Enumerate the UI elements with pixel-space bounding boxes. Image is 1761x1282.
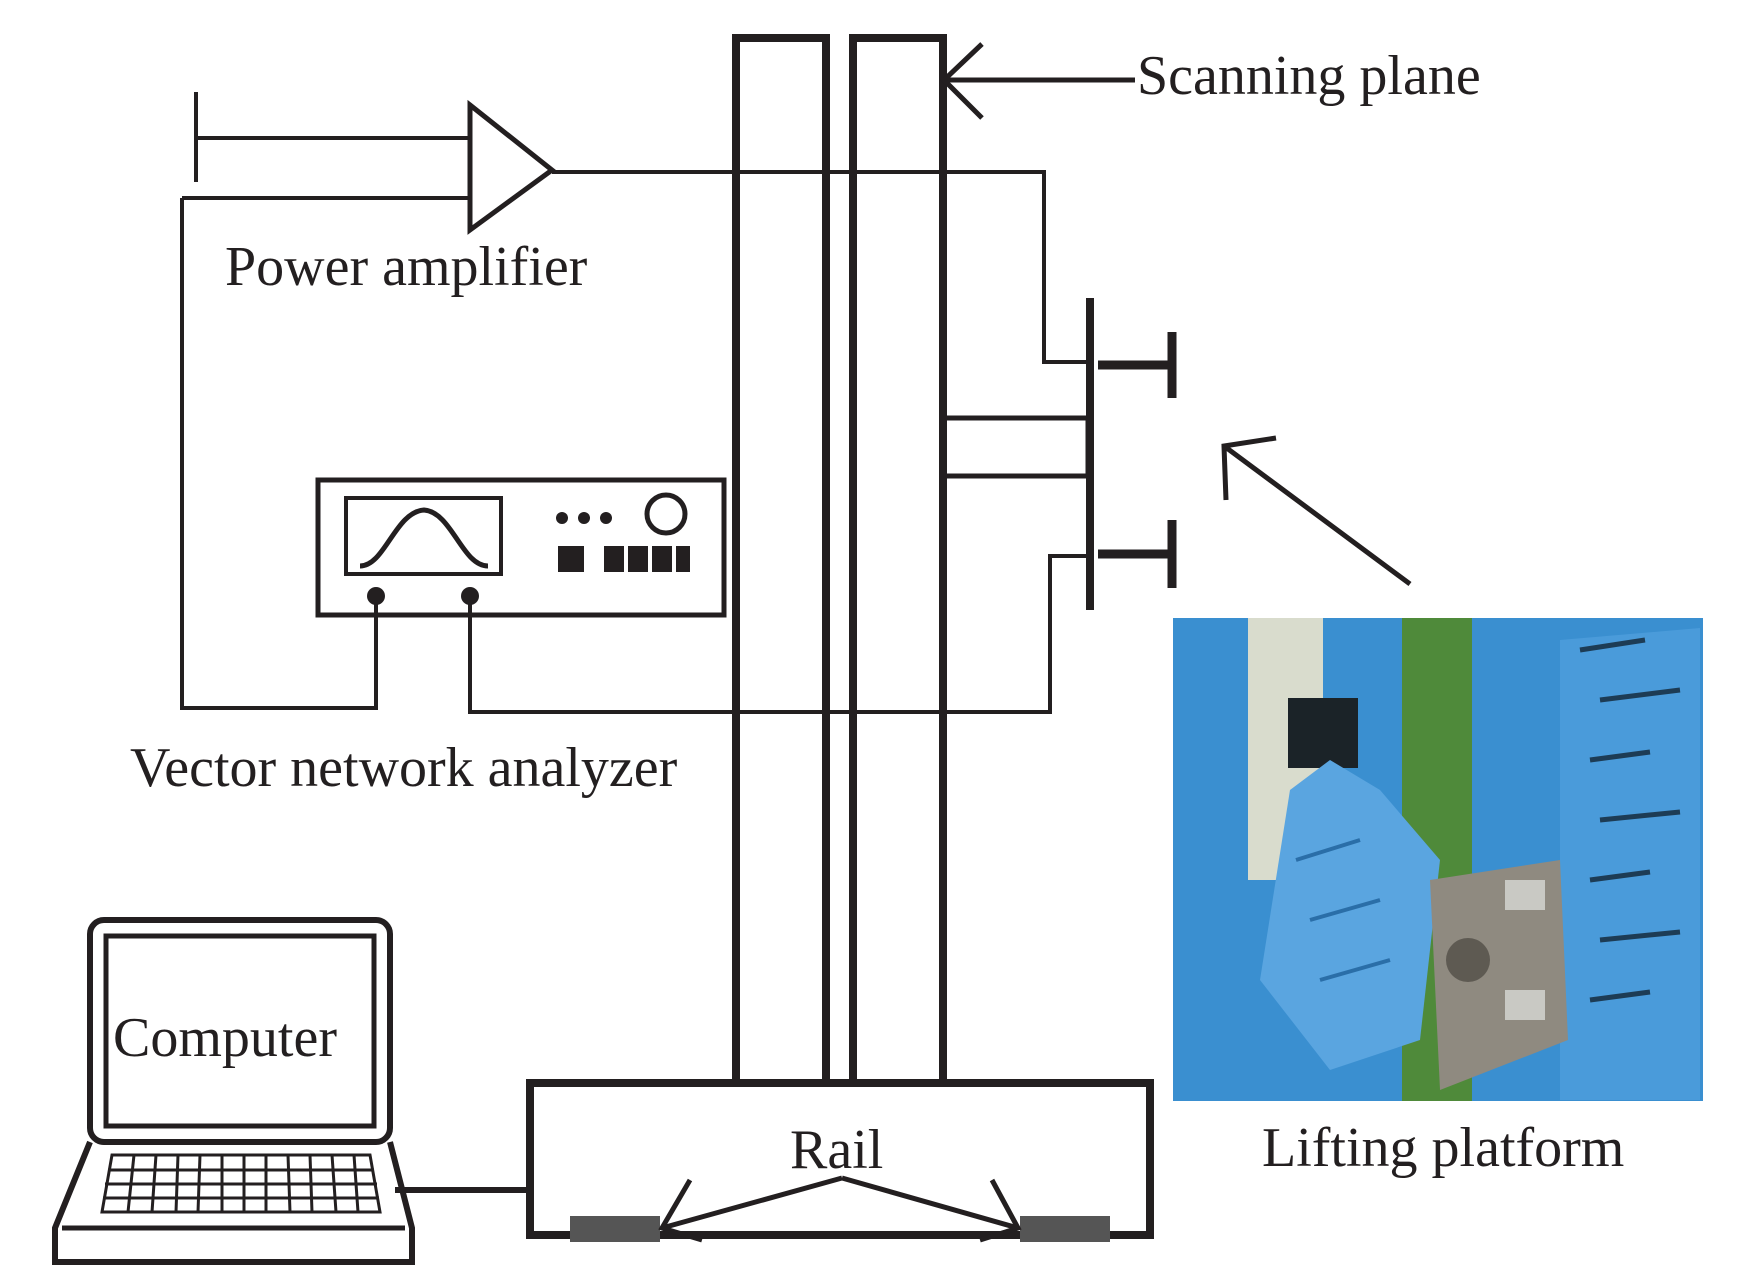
vna-body — [315, 477, 727, 618]
vna-key-2 — [604, 546, 624, 572]
vna-indicator-2 — [578, 512, 590, 524]
power-amplifier: Power amplifier — [182, 92, 588, 298]
scanning-plane-arrow — [940, 42, 1135, 120]
vector-network-analyzer: Vector network analyzer — [130, 477, 727, 799]
rail-pad-left — [570, 1216, 660, 1242]
laptop-icon: Computer — [52, 917, 415, 1265]
laptop-base — [52, 1140, 415, 1265]
vna-key-4 — [652, 546, 672, 572]
power-amplifier-label: Power amplifier — [225, 236, 588, 298]
tower-column-right — [849, 34, 947, 1087]
antenna-probe-icon — [1098, 332, 1177, 588]
amp-output-to-probe-wire — [552, 170, 1090, 364]
rail-arrow-lines — [661, 1175, 1019, 1231]
vna-port-1 — [367, 587, 385, 605]
vna-port-2 — [461, 587, 479, 605]
probe-assembly — [940, 298, 1177, 610]
rail-pad-right — [1020, 1216, 1110, 1242]
vna-knob — [644, 492, 688, 536]
vna-key-1 — [558, 546, 584, 572]
rail-arrowhead-right — [979, 1178, 1022, 1243]
vna-key-3 — [628, 546, 648, 572]
wiring — [180, 170, 1090, 714]
lifting-platform-photo — [1173, 618, 1703, 1101]
tower-columns — [732, 34, 947, 1087]
sine-wave-display-icon — [359, 507, 489, 569]
vna-indicator-3 — [600, 512, 612, 524]
photo-pointer-arrow — [1221, 435, 1412, 587]
scanning-plane-label: Scanning plane — [1137, 45, 1481, 107]
probe-arm — [940, 415, 1091, 479]
tower-column-left — [732, 34, 830, 1087]
laptop-keyboard — [100, 1153, 382, 1214]
vna-port2-to-probe-wire — [468, 554, 1090, 714]
vector-network-analyzer-label: Vector network analyzer — [130, 737, 678, 799]
vna-key-5 — [676, 546, 690, 572]
triangle-amplifier-icon — [467, 99, 557, 235]
scanning-plane-callout: Scanning plane — [940, 42, 1481, 120]
rail-arrowhead-left — [658, 1178, 703, 1243]
laptop-lid-outer — [87, 917, 393, 1145]
computer-label: Computer — [113, 1007, 337, 1069]
laptop-screen — [103, 933, 377, 1129]
rail-base: Rail — [526, 1079, 1154, 1243]
lifting-platform-label: Lifting platform — [1262, 1117, 1624, 1179]
vna-port1-to-amp-wire — [180, 198, 378, 710]
vna-indicator-1 — [556, 512, 568, 524]
rail-base-box — [526, 1079, 1154, 1239]
vna-screen — [344, 496, 503, 576]
rail-label: Rail — [790, 1119, 883, 1181]
